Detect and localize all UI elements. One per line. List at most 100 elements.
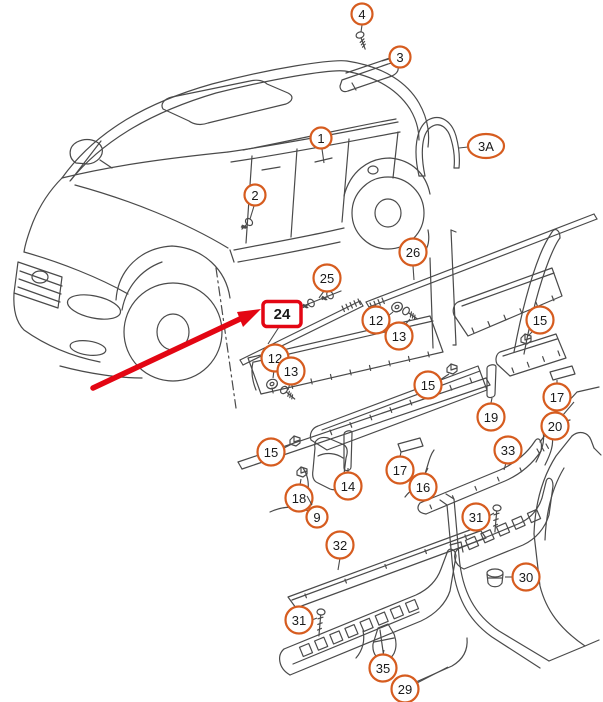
grommet-icon	[266, 378, 278, 390]
window-seal-part	[415, 116, 460, 177]
callout-35[interactable]: 35	[368, 653, 398, 683]
callout-31[interactable]: 31	[461, 502, 491, 532]
callout-circle	[540, 411, 570, 441]
screw-icon	[402, 306, 419, 320]
callout-leader	[416, 666, 449, 684]
callout-17[interactable]: 17	[542, 382, 572, 412]
rear-door-molding	[309, 365, 488, 451]
screw-icon	[321, 290, 334, 301]
callout-20[interactable]: 20	[540, 411, 570, 441]
clip-pair-25	[302, 290, 342, 307]
callout-label: 17	[550, 390, 564, 405]
sill-trim-rear	[457, 481, 547, 550]
callout-14[interactable]: 14	[333, 471, 363, 501]
clip-icon	[520, 333, 532, 345]
retainer-17	[397, 437, 424, 453]
callout-24[interactable]: 24	[261, 299, 303, 329]
callout-circle	[284, 605, 314, 635]
callout-label: 12	[268, 351, 282, 366]
callout-16[interactable]: 16	[408, 472, 438, 502]
clip-icon	[446, 363, 458, 375]
front-wheel	[123, 282, 223, 382]
callout-label: 4	[358, 7, 365, 22]
callout-leader	[562, 401, 575, 416]
callout-label: 19	[484, 410, 498, 425]
callout-label: 3A	[478, 139, 494, 154]
side-mirror	[69, 138, 103, 165]
callout-label: 14	[341, 479, 355, 494]
callout-15[interactable]: 15	[256, 437, 286, 467]
callout-circle	[388, 45, 412, 69]
callout-label: 17	[393, 463, 407, 478]
callout-30[interactable]: 30	[511, 562, 541, 592]
callout-17[interactable]: 17	[385, 455, 415, 485]
callout-label: 3	[396, 50, 403, 65]
callout-32[interactable]: 32	[325, 530, 355, 560]
callout-4[interactable]: 4	[350, 2, 374, 26]
callout-3[interactable]: 3	[388, 45, 412, 69]
right-rear-molding	[495, 333, 567, 377]
front-grille	[13, 261, 63, 309]
callout-19[interactable]: 19	[476, 402, 506, 432]
callout-leader	[283, 443, 293, 449]
callout-circle	[408, 472, 438, 502]
screw-icon	[302, 298, 315, 309]
grommet-icon	[391, 301, 403, 313]
callout-circle	[325, 530, 355, 560]
callout-circle	[243, 183, 267, 207]
callout-25[interactable]: 25	[312, 263, 342, 293]
callout-circle	[333, 471, 363, 501]
screw-icon	[316, 608, 326, 637]
callout-29[interactable]: 29	[390, 674, 420, 702]
callout-3A[interactable]: 3A	[466, 132, 506, 160]
callout-2[interactable]: 2	[243, 183, 267, 207]
callout-leader	[490, 397, 493, 404]
callout-leader	[360, 24, 363, 33]
callout-label: 18	[292, 491, 306, 506]
callout-circle	[305, 505, 329, 529]
callout-circle	[542, 382, 572, 412]
red-highlight-layer	[90, 309, 261, 391]
callout-31[interactable]: 31	[284, 605, 314, 635]
callout-circle	[256, 437, 286, 467]
callout-label: 12	[369, 313, 383, 328]
callout-33[interactable]: 33	[493, 435, 523, 465]
callout-13[interactable]: 13	[384, 321, 414, 351]
plug-30-icon	[486, 568, 504, 588]
callout-leader	[306, 495, 313, 506]
callout-label: 15	[533, 313, 547, 328]
callout-label: 2	[251, 188, 258, 203]
callout-9[interactable]: 9	[305, 505, 329, 529]
callout-26[interactable]: 26	[398, 237, 428, 267]
highlight-arrow-shaft	[90, 316, 243, 391]
callout-label: 31	[469, 510, 483, 525]
callout-15[interactable]: 15	[413, 370, 443, 400]
callout-18[interactable]: 18	[284, 483, 314, 513]
callout-leader	[337, 557, 341, 571]
body-sill-section	[445, 493, 550, 662]
callout-label: 15	[264, 445, 278, 460]
callout-circle	[384, 321, 414, 351]
callout-15[interactable]: 15	[525, 305, 555, 335]
screw-icon	[240, 217, 254, 230]
callout-label: 30	[519, 570, 533, 585]
pillar-arch-trim	[513, 231, 553, 353]
callout-label: 33	[501, 443, 515, 458]
callout-leader	[439, 373, 450, 381]
callout-leader	[412, 265, 415, 281]
callout-12[interactable]: 12	[361, 305, 391, 335]
callout-ellipse	[466, 132, 506, 160]
end-cap-19	[486, 364, 497, 399]
callout-circle	[511, 562, 541, 592]
callout-label: 35	[376, 661, 390, 676]
callout-label: 20	[548, 419, 562, 434]
callout-circle	[368, 653, 398, 683]
callout-13[interactable]: 13	[276, 356, 306, 386]
callout-circle	[361, 305, 391, 335]
callout-leader	[458, 146, 469, 149]
callout-1[interactable]: 1	[309, 126, 333, 150]
callout-leader	[267, 326, 280, 345]
callout-label: 9	[313, 510, 320, 525]
